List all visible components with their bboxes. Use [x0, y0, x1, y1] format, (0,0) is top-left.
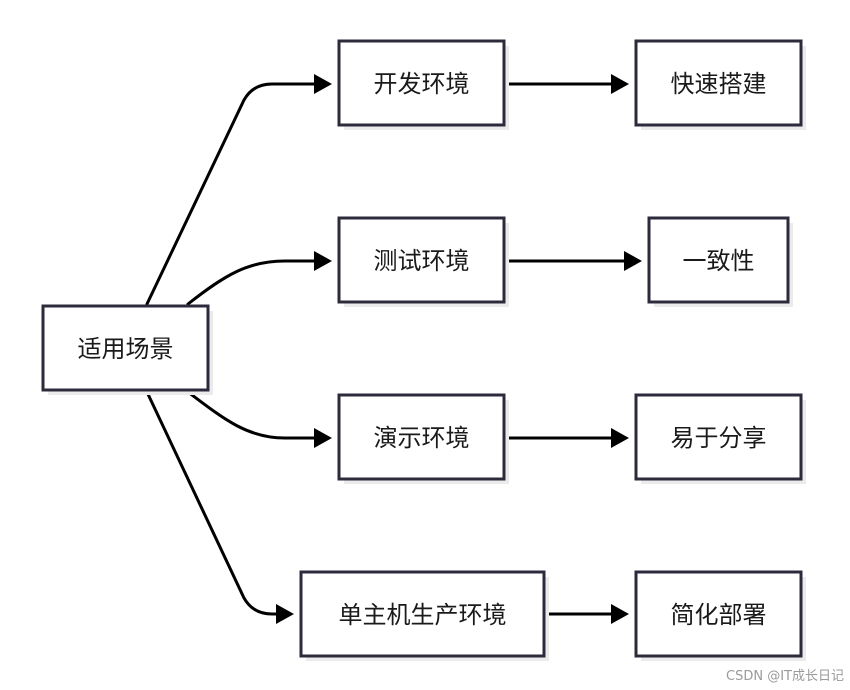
- arrowhead-prod-simplify: [611, 604, 629, 624]
- edge-root-dev: [145, 82, 320, 306]
- node-test: 测试环境: [337, 216, 509, 307]
- node-demo: 演示环境: [337, 393, 509, 484]
- arrowhead-root-demo: [314, 428, 332, 448]
- node-simplify-label: 简化部署: [671, 601, 767, 629]
- node-root: 适用场景: [41, 304, 213, 395]
- node-root-label: 适用场景: [78, 335, 174, 363]
- arrowhead-root-prod: [276, 604, 294, 624]
- arrowhead-root-dev: [314, 74, 332, 94]
- arrowhead-test-consistency: [624, 251, 642, 271]
- node-simplify: 简化部署: [634, 570, 806, 661]
- arrowhead-dev-quick: [611, 74, 629, 94]
- node-share: 易于分享: [634, 393, 806, 484]
- node-quick: 快速搭建: [634, 39, 806, 130]
- node-dev: 开发环境: [337, 39, 509, 130]
- arrowhead-root-test: [314, 251, 332, 271]
- edge-root-prod: [145, 390, 282, 616]
- watermark-text: CSDN @IT成长日记: [726, 669, 844, 684]
- node-prod: 单主机生产环境: [299, 570, 549, 661]
- arrowhead-demo-share: [611, 428, 629, 448]
- node-consistency-label: 一致性: [683, 247, 755, 275]
- node-demo-label: 演示环境: [374, 424, 470, 452]
- edge-root-test: [186, 259, 320, 306]
- node-quick-label: 快速搭建: [671, 70, 767, 98]
- node-consistency: 一致性: [647, 216, 793, 307]
- node-test-label: 测试环境: [374, 247, 470, 275]
- node-dev-label: 开发环境: [374, 70, 470, 98]
- edge-root-demo: [186, 390, 320, 440]
- node-prod-label: 单主机生产环境: [339, 601, 507, 629]
- node-share-label: 易于分享: [671, 424, 767, 452]
